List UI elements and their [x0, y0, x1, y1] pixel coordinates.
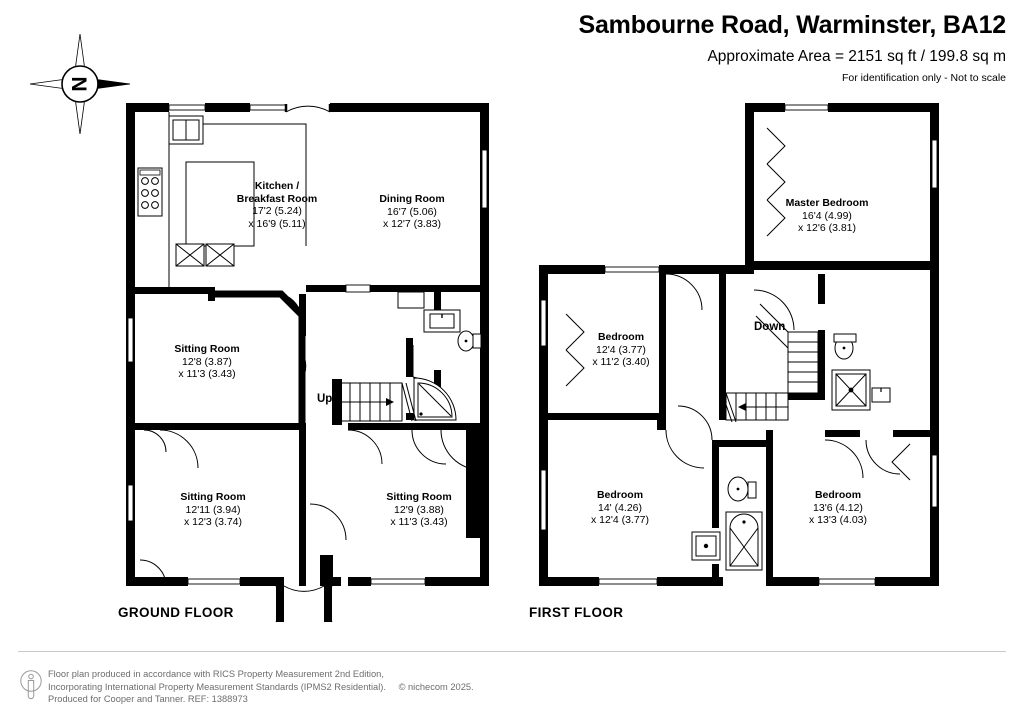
room-dim-1: 12'8 (3.87): [182, 355, 232, 368]
room-dim-2: x 12'7 (3.83): [382, 218, 442, 231]
room-dim-1: 14' (4.26): [597, 501, 643, 514]
compass-rose: N: [28, 32, 132, 136]
room-dim-1: 12'11 (3.94): [185, 503, 241, 516]
room-name: Sitting Room: [386, 491, 452, 503]
room-label-bedroom-4: Bedroom 13'6 (4.12) x 13'3 (4.03): [809, 489, 867, 527]
first-floor-walls: [539, 103, 939, 586]
room-dim-1: 12'4 (3.77): [596, 343, 646, 356]
room-dim-2: x 12'6 (3.81): [797, 222, 857, 235]
room-dim-1: 17'2 (5.24): [252, 205, 302, 218]
room-label-kitchen-breakfast: Kitchen / Breakfast Room 17'2 (5.24) x 1…: [237, 180, 318, 230]
room-dim-1: 12'9 (3.88): [394, 503, 444, 516]
room-name: Bedroom: [597, 331, 645, 343]
room-name: Bedroom: [814, 489, 862, 501]
master-bedroom-wardrobe: [766, 127, 786, 237]
room-label-sitting-room-1: Sitting Room 12'8 (3.87) x 11'3 (3.43): [174, 343, 239, 381]
room-label-bedroom-2: Bedroom 12'4 (3.77) x 11'2 (3.40): [592, 331, 649, 369]
footer-line-2: Incorporating International Property Mea…: [48, 681, 386, 692]
room-label-master-bedroom: Master Bedroom 16'4 (4.99) x 12'6 (3.81): [786, 197, 869, 235]
header: Sambourne Road, Warminster, BA12 Approxi…: [579, 10, 1007, 86]
room-name: Master Bedroom: [785, 197, 869, 209]
footer-line-1: Floor plan produced in accordance with R…: [48, 669, 384, 679]
room-dim-2: x 11'3 (3.43): [178, 368, 236, 381]
ground-floor-stairs: [336, 382, 417, 422]
room-name: Sitting Room: [174, 343, 240, 355]
room-dim-2: x 12'4 (3.77): [590, 514, 650, 527]
bedroom-left-wardrobe: [565, 313, 585, 387]
ground-floor-wc-fittings: [397, 291, 482, 421]
room-label-bedroom-3: Bedroom 14' (4.26) x 12'4 (3.77): [591, 489, 649, 527]
room-label-sitting-room-2: Sitting Room 12'11 (3.94) x 12'3 (3.74): [180, 491, 245, 529]
person-icon: [20, 668, 42, 702]
footer-line-2-wrap: Incorporating International Property Mea…: [48, 681, 768, 694]
room-dim-2: x 11'2 (3.40): [592, 356, 650, 369]
ground-floor-title: GROUND FLOOR: [118, 605, 234, 620]
room-label-dining-room: Dining Room 16'7 (5.06) x 12'7 (3.83): [379, 193, 444, 231]
room-dim-2: x 12'3 (3.74): [183, 516, 243, 529]
page-title: Sambourne Road, Warminster, BA12: [578, 11, 1007, 39]
room-name-2: Breakfast Room: [236, 192, 318, 205]
footer-text: Floor plan produced in accordance with R…: [48, 668, 768, 706]
stair-up-label: Up: [317, 393, 333, 405]
room-dim-2: x 11'3 (3.43): [390, 516, 448, 529]
first-floor-title: FIRST FLOOR: [529, 605, 624, 620]
room-dim-2: x 16'9 (5.11): [248, 217, 306, 230]
first-floor-bathroom-fittings: [690, 333, 891, 571]
footer-line-3: Produced for Cooper and Tanner. REF: 138…: [48, 694, 248, 705]
room-name: Sitting Room: [180, 491, 246, 503]
room-label-sitting-room-3: Sitting Room 12'9 (3.88) x 11'3 (3.43): [386, 491, 451, 529]
room-dim-2: x 13'3 (4.03): [808, 514, 868, 527]
stair-down-label: Down: [754, 321, 786, 333]
room-name: Kitchen /: [254, 180, 300, 192]
room-dim-1: 16'7 (5.06): [387, 205, 437, 218]
room-name: Bedroom: [596, 489, 644, 501]
room-dim-1: 16'4 (4.99): [802, 209, 852, 222]
compass-north-letter: N: [69, 76, 92, 91]
room-dim-1: 13'6 (4.12): [813, 501, 863, 514]
ground-floor-left-wardrobe: [150, 442, 170, 574]
footer-divider: [18, 651, 1006, 652]
first-floor-internal-walls: [548, 273, 939, 586]
kitchen-fittings: [137, 112, 307, 288]
first-floor-stairs: [721, 303, 819, 423]
room-name: Dining Room: [379, 193, 445, 205]
identification-note: For identification only - Not to scale: [842, 72, 1006, 84]
footer-copyright: © nichecom 2025.: [398, 681, 474, 692]
bedroom-lower-right-wardrobe: [891, 443, 911, 481]
approximate-area: Approximate Area = 2151 sq ft / 199.8 sq…: [707, 48, 1006, 65]
